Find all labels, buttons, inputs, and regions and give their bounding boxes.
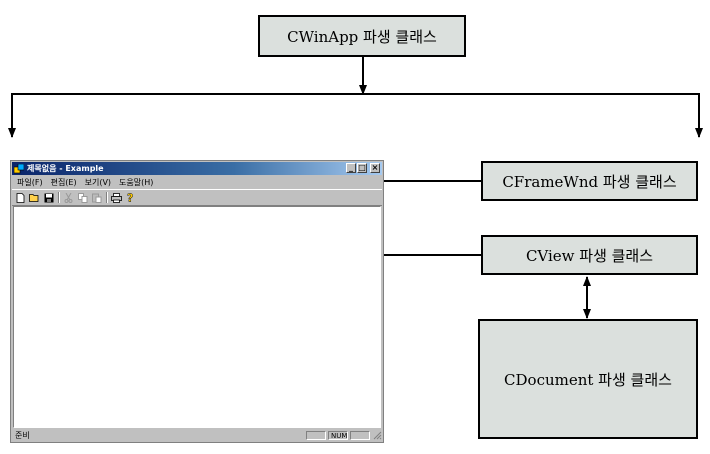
toolbar-separator [106,192,108,203]
copy-icon[interactable] [77,192,88,203]
cwinapp-box: CWinApp 파생 클래스 [258,15,466,57]
cframewnd-label: CFrameWnd 파생 클래스 [502,172,677,191]
app-icon [14,163,24,173]
print-icon[interactable] [111,192,122,203]
close-button[interactable]: × [370,163,380,173]
status-text: 준비 [15,430,30,440]
status-pane-empty-2 [350,430,370,440]
open-folder-icon[interactable] [29,192,40,203]
cframewnd-box: CFrameWnd 파생 클래스 [481,161,698,201]
new-file-icon[interactable] [15,192,26,203]
status-pane-empty-1 [306,430,326,440]
title-bar[interactable]: 제목없음 - Example _ □ × [12,162,382,175]
minimize-button[interactable]: _ [346,163,356,173]
cwinapp-label: CWinApp 파생 클래스 [287,27,437,46]
window-title: 제목없음 - Example [27,164,104,173]
maximize-button[interactable]: □ [357,163,367,173]
cview-box: CView 파생 클래스 [481,235,698,275]
menu-help[interactable]: 도움말(H) [119,177,154,187]
example-window: 제목없음 - Example _ □ × 파일(F) 편집(E) 보기(V) 도… [10,160,384,443]
menu-file[interactable]: 파일(F) [17,177,43,187]
save-icon[interactable] [43,192,54,203]
status-bar: 준비 NUM [12,429,382,441]
cview-label: CView 파생 클래스 [525,246,654,265]
resize-grip-icon[interactable] [372,430,382,440]
menu-edit[interactable]: 편집(E) [50,177,77,187]
svg-text:?: ? [127,192,133,203]
cut-icon[interactable] [63,192,74,203]
menu-bar: 파일(F) 편집(E) 보기(V) 도움말(H) [12,176,382,188]
toolbar: ? [12,189,382,206]
status-pane-num: NUM [328,430,348,440]
paste-icon[interactable] [91,192,102,203]
menu-view[interactable]: 보기(V) [84,177,112,187]
client-area[interactable] [13,206,381,428]
help-icon[interactable]: ? [125,192,136,203]
cdocument-label: CDocument 파생 클래스 [504,370,672,389]
cdocument-box: CDocument 파생 클래스 [478,319,698,439]
toolbar-separator [58,192,60,203]
